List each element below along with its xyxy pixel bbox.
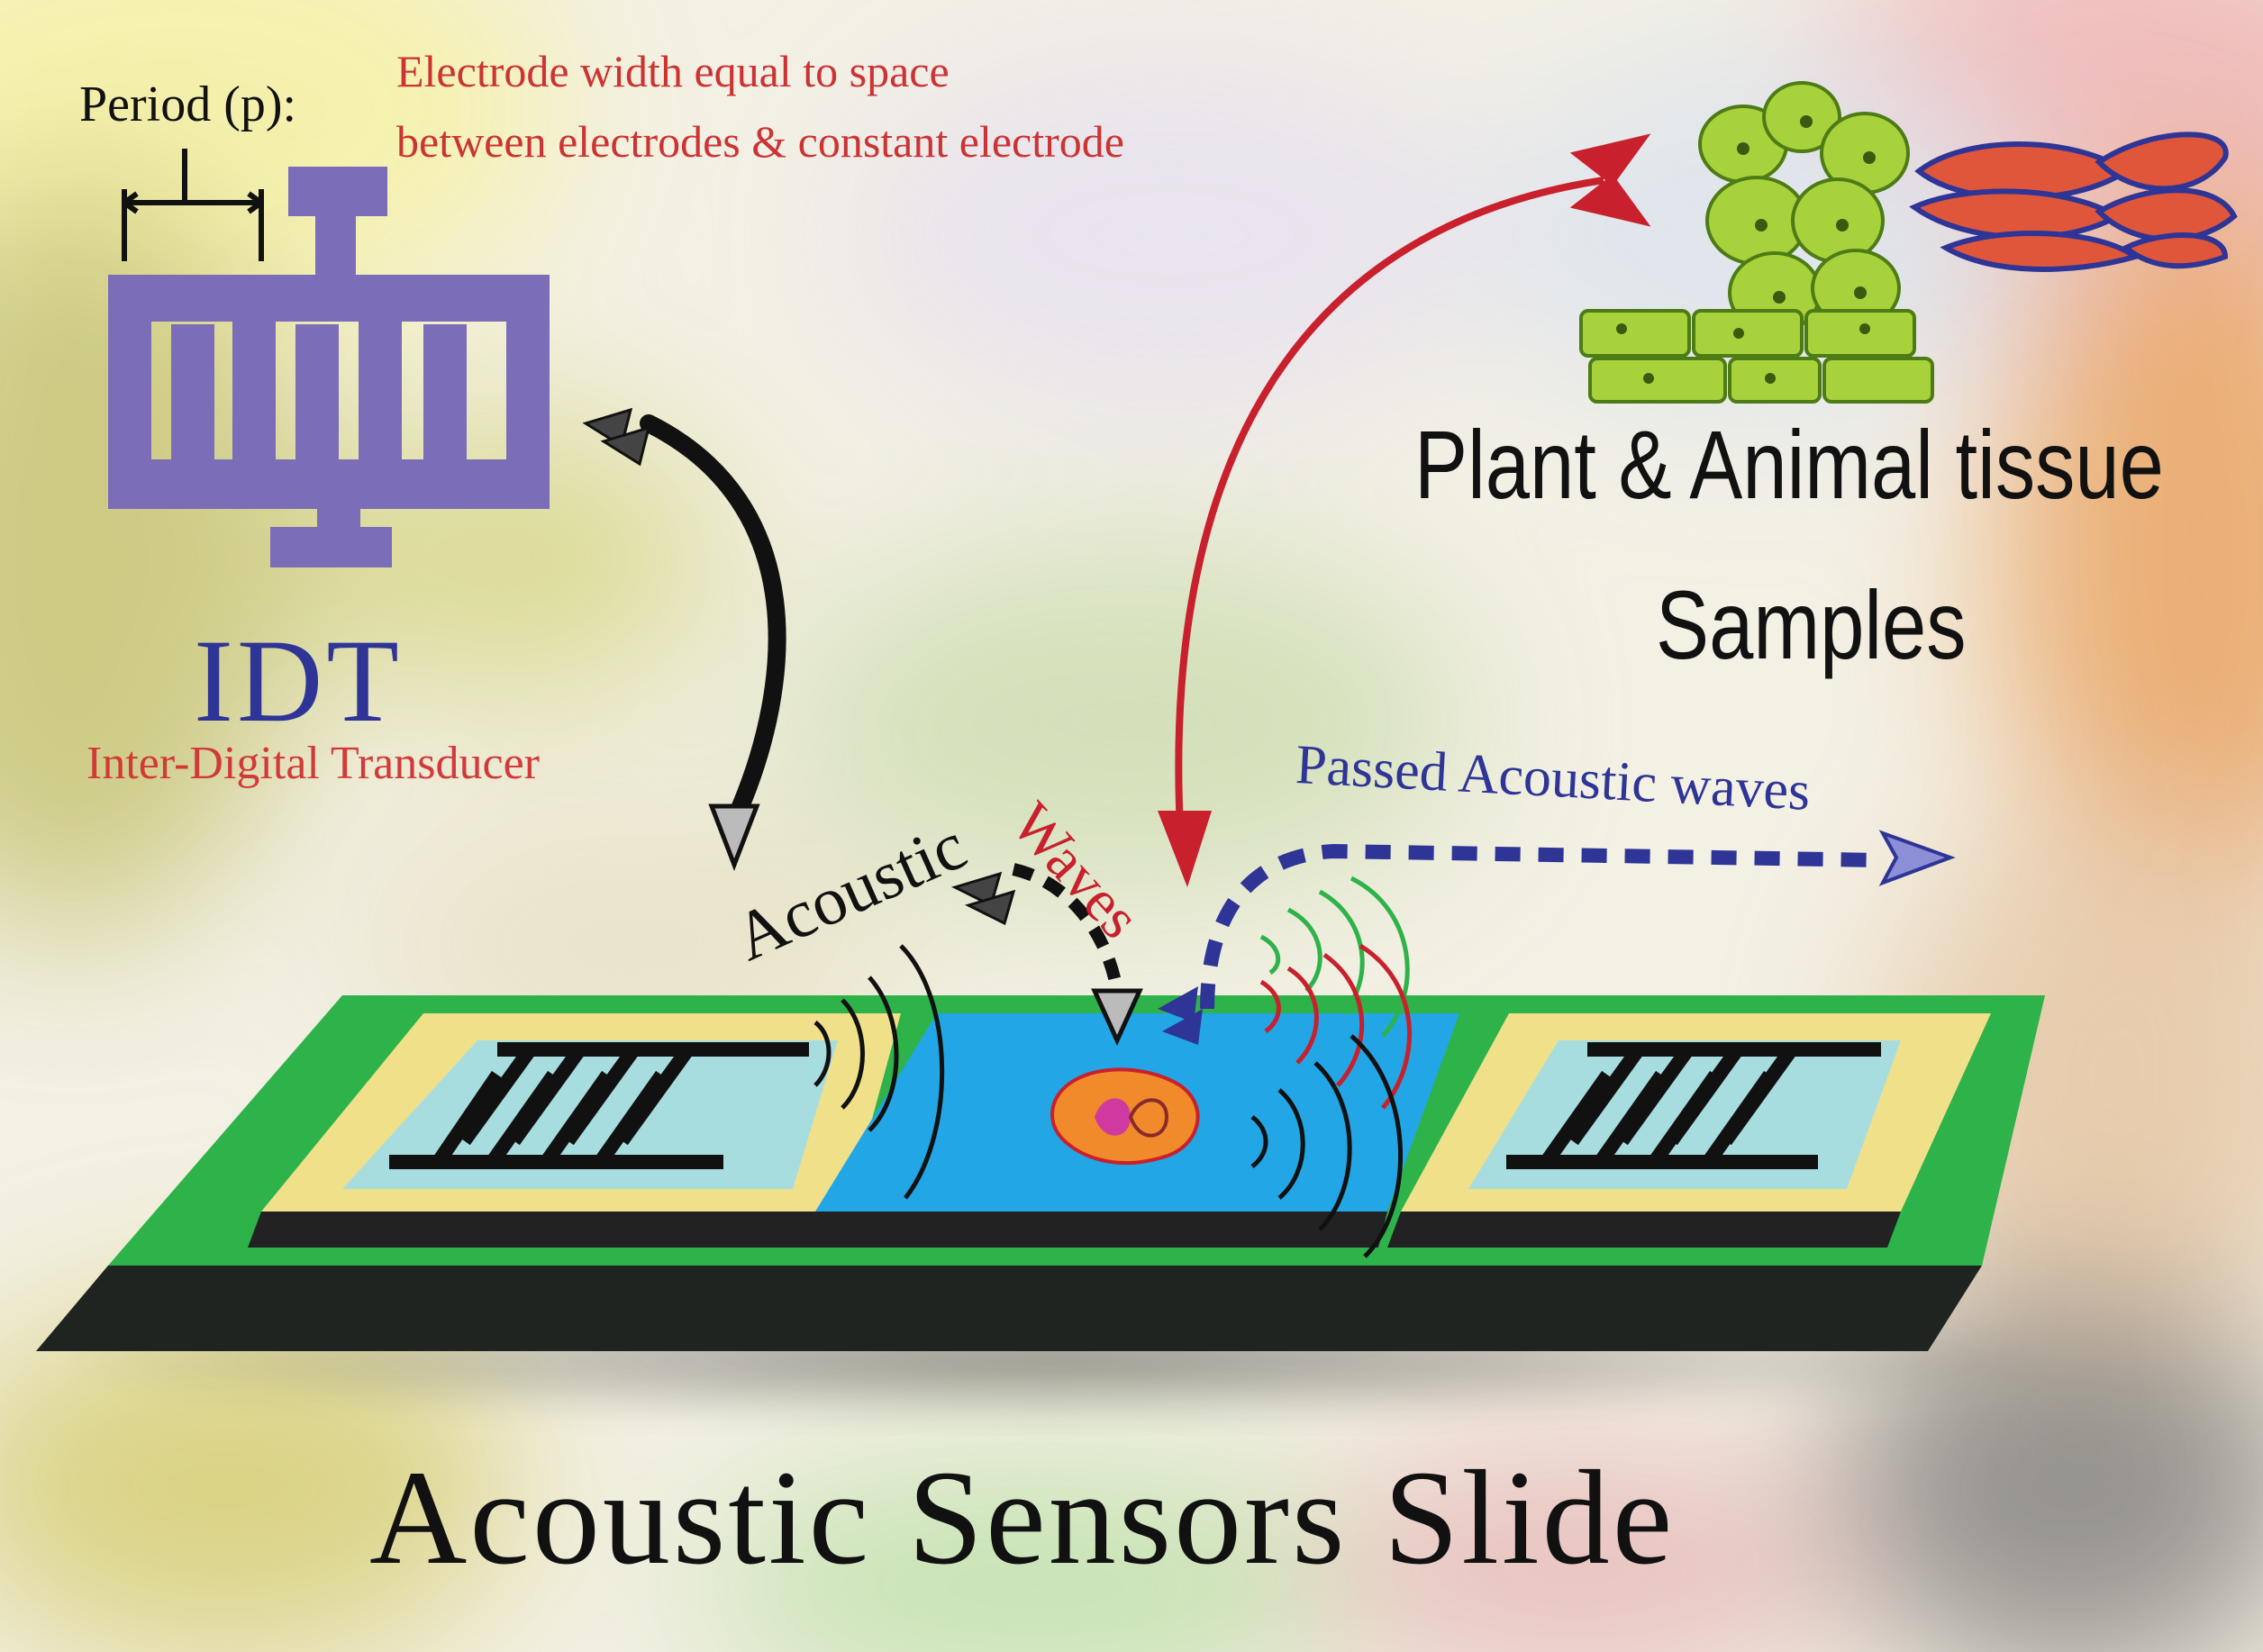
scattered-wave-arcs <box>1250 876 1413 1258</box>
slide-title: Acoustic Sensors Slide <box>369 1443 1676 1593</box>
incident-wave-path <box>950 863 1143 1047</box>
electrode-note-line-2: between electrodes & constant electrode <box>396 116 1124 167</box>
animal-cells-illustration <box>1909 132 2238 272</box>
plant-cell-nuclei <box>1616 115 1876 384</box>
idt-title: IDT <box>194 614 403 747</box>
idt-electrode-illustration <box>108 167 550 567</box>
emitted-wave-arcs <box>813 944 945 1200</box>
period-label: Period (p): <box>79 77 297 132</box>
idt-to-slide-arrow <box>582 407 786 871</box>
left-transducer <box>389 1042 809 1169</box>
plant-cells-illustration <box>1579 81 1934 404</box>
period-bracket <box>122 149 264 261</box>
idt-subtitle: Inter-Digital Transducer <box>86 738 540 789</box>
tissue-sample-spot <box>1050 1067 1200 1166</box>
right-transducer <box>1506 1042 1881 1169</box>
tissue-to-slide-arrow <box>1158 133 1651 887</box>
tissue-title-line-2: Samples <box>1656 570 1967 679</box>
electrode-note-line-1: Electrode width equal to space <box>396 46 950 96</box>
passed-wave-path <box>1158 830 1956 1045</box>
tissue-title-line-1: Plant & Animal tissue <box>1414 410 2164 519</box>
